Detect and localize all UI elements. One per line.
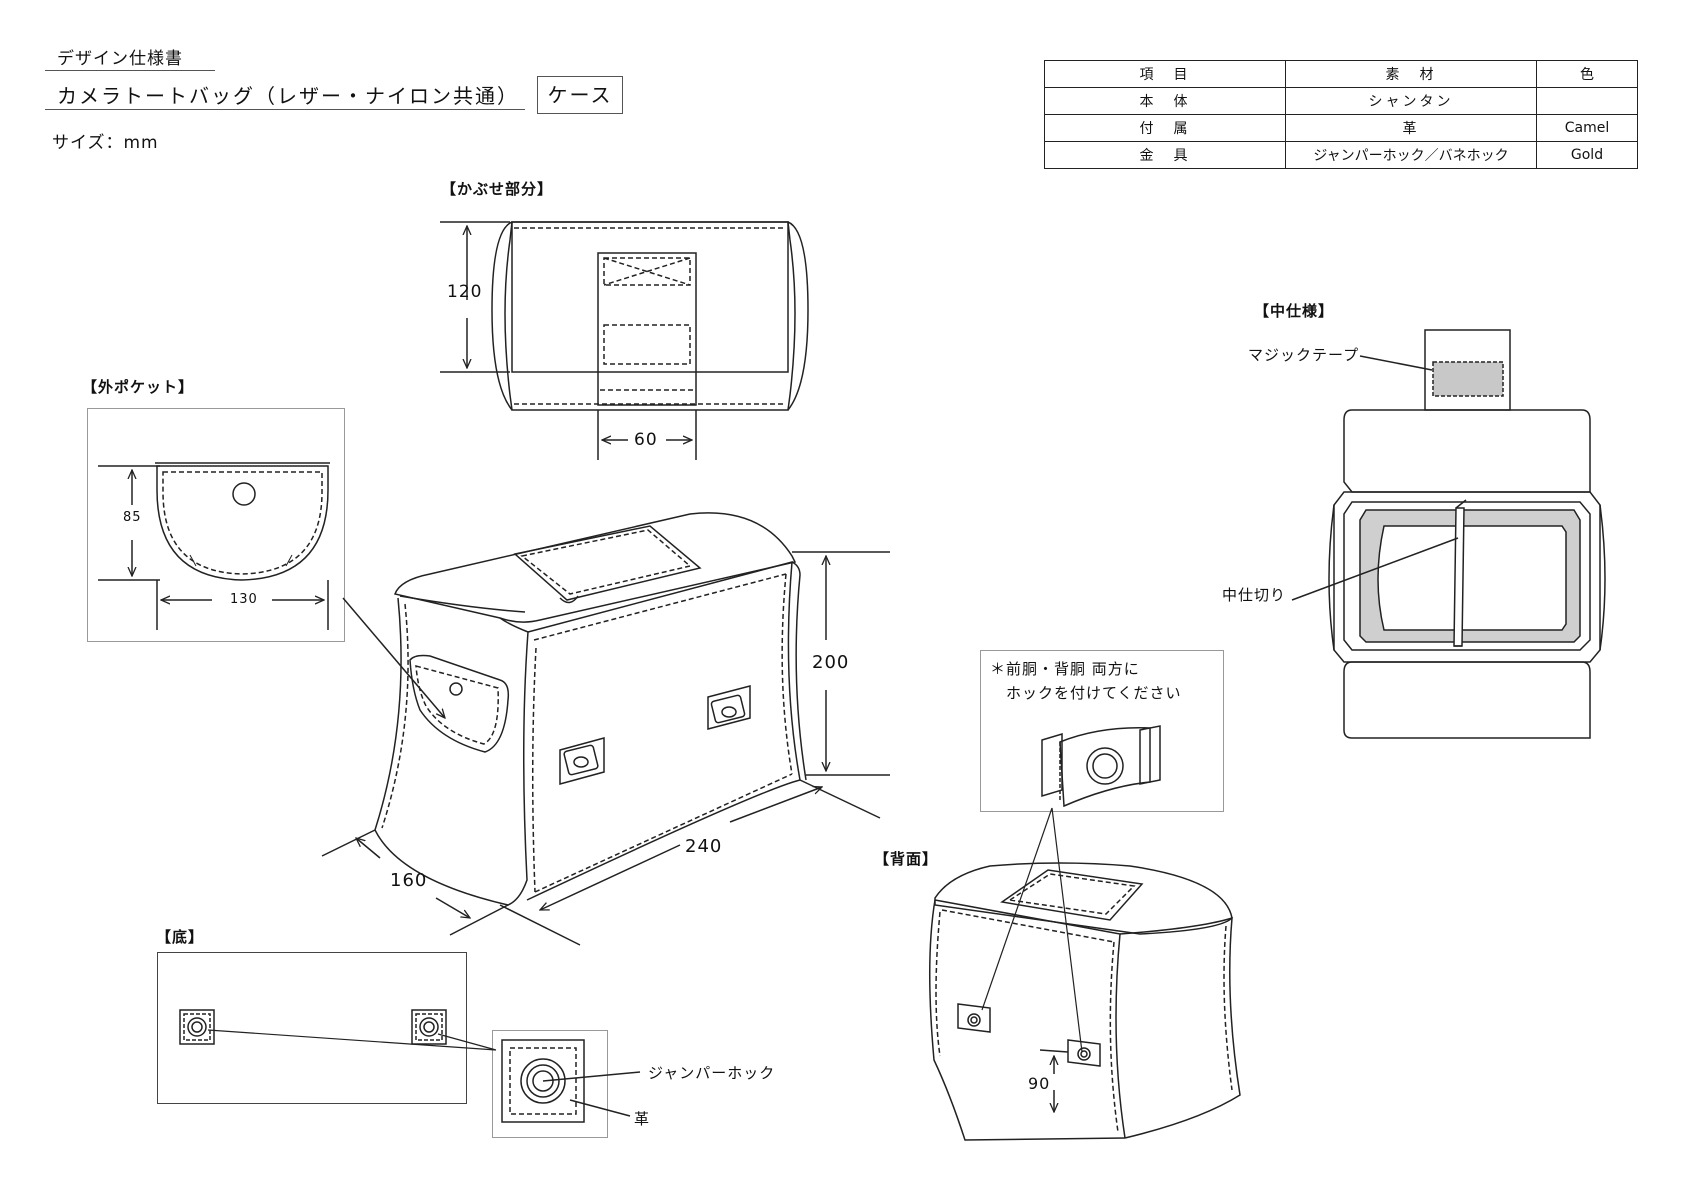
cell-item: 金 具 [1044,141,1286,169]
back-hook-left [957,1003,991,1033]
pocket-detail-panel [87,408,345,642]
cell-material: ジャンパーホック／バネホック [1285,141,1537,169]
document-type: デザイン仕様書 [57,49,183,69]
cell-material: シャンタン [1285,87,1537,115]
back-view-drawing [928,862,1241,1141]
part-label: ケース [537,76,623,114]
inside-drawing [1291,329,1606,739]
dim-pocket-height: 85 [123,510,142,525]
dim-body-depth: 160 [390,870,428,891]
table-header-row: 項 目 素 材 色 [1044,60,1638,88]
bottom-drawing [179,1009,641,1123]
cell-color: Camel [1536,114,1638,142]
table-row: 金 具 ジャンパーホック／バネホック Gold [1044,141,1638,169]
section-bottom: 【底】 [156,928,205,946]
section-outer-pocket: 【外ポケット】 [82,378,195,396]
table-row: 付 属 革 Camel [1044,114,1638,142]
front-hook-right [707,685,751,730]
hook-note-line-2: ホックを付けてください [1006,684,1182,702]
callout-leather: 革 [634,1110,651,1128]
dim-body-height: 200 [812,652,850,673]
pocket-detail-drawing [98,462,445,718]
front-hook-left [559,737,605,785]
dim-pocket-width: 130 [230,592,258,607]
section-back: 【背面】 [874,850,939,868]
section-flap: 【かぶせ部分】 [441,180,554,198]
dim-body-width: 240 [685,836,723,857]
section-inside: 【中仕様】 [1254,302,1335,320]
cell-item: 付 属 [1044,114,1286,142]
dim-back-hook-height: 90 [1028,1074,1051,1093]
hook-closeup-drawing [981,725,1161,1053]
bag-body-drawing [321,512,890,946]
size-unit: サイズ：mm [52,133,159,153]
product-underline [45,109,525,110]
cell-material: 革 [1285,114,1537,142]
dim-flap-width: 60 [634,430,658,450]
header-item: 項 目 [1044,60,1286,88]
cell-color: Gold [1536,141,1638,169]
hook-note-line-1: ＊前胴・背胴 両方に [990,660,1140,678]
dim-flap-height: 120 [447,282,483,302]
flap-drawing [440,221,809,460]
callout-divider: 中仕切り [1222,586,1287,604]
doc-type-underline [45,70,215,71]
back-hook-right [1067,1039,1101,1067]
callout-jumper-hook: ジャンパーホック [648,1064,776,1082]
callout-velcro: マジックテープ [1248,346,1360,364]
header-color: 色 [1536,60,1638,88]
spec-table: 項 目 素 材 色 本 体 シャンタン 付 属 革 Camel 金 具 ジャンパ… [1044,60,1638,169]
product-name: カメラトートバッグ（レザー・ナイロン共通） [57,84,519,108]
